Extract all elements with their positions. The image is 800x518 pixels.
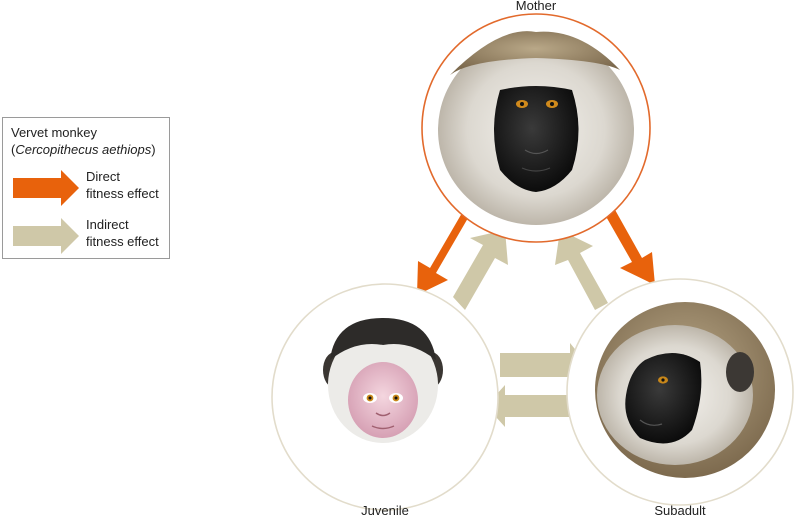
legend-direct-line2: fitness effect	[86, 186, 159, 201]
juvenile-monkey-face-icon	[323, 318, 443, 443]
legend: Vervet monkey (Cercopithecus aethiops) D…	[2, 117, 170, 259]
mother-node: Mother	[421, 0, 651, 243]
arrow-subadult-to-juvenile	[486, 385, 578, 427]
arrow-subadult-to-mother	[555, 230, 608, 310]
legend-indirect-line1: Indirect	[86, 217, 129, 232]
arrow-juvenile-to-mother	[453, 230, 508, 310]
legend-species-common: Vervet monkey	[11, 125, 97, 140]
mother-label: Mother	[516, 0, 557, 13]
subadult-monkey-face-icon	[595, 302, 775, 478]
subadult-node: Subadult	[566, 278, 794, 518]
legend-indirect-line2: fitness effect	[86, 234, 159, 249]
legend-indirect-row: Indirect fitness effect	[11, 216, 169, 256]
juvenile-label: Juvenile	[361, 503, 409, 518]
legend-direct-row: Direct fitness effect	[11, 168, 169, 208]
mother-monkey-face-icon	[438, 31, 634, 225]
juvenile-node: Juvenile	[271, 283, 499, 518]
legend-direct-line1: Direct	[86, 169, 120, 184]
legend-species-latin: Cercopithecus aethiops	[15, 142, 152, 157]
arrow-juvenile-to-subadult	[500, 343, 588, 387]
direct-arrow-icon	[13, 170, 79, 206]
indirect-arrow-icon	[13, 218, 79, 254]
subadult-label: Subadult	[654, 503, 706, 518]
arrow-mother-to-subadult	[604, 208, 655, 285]
legend-title: Vervet monkey (Cercopithecus aethiops)	[11, 125, 156, 157]
arrow-mother-to-juvenile	[417, 213, 468, 295]
